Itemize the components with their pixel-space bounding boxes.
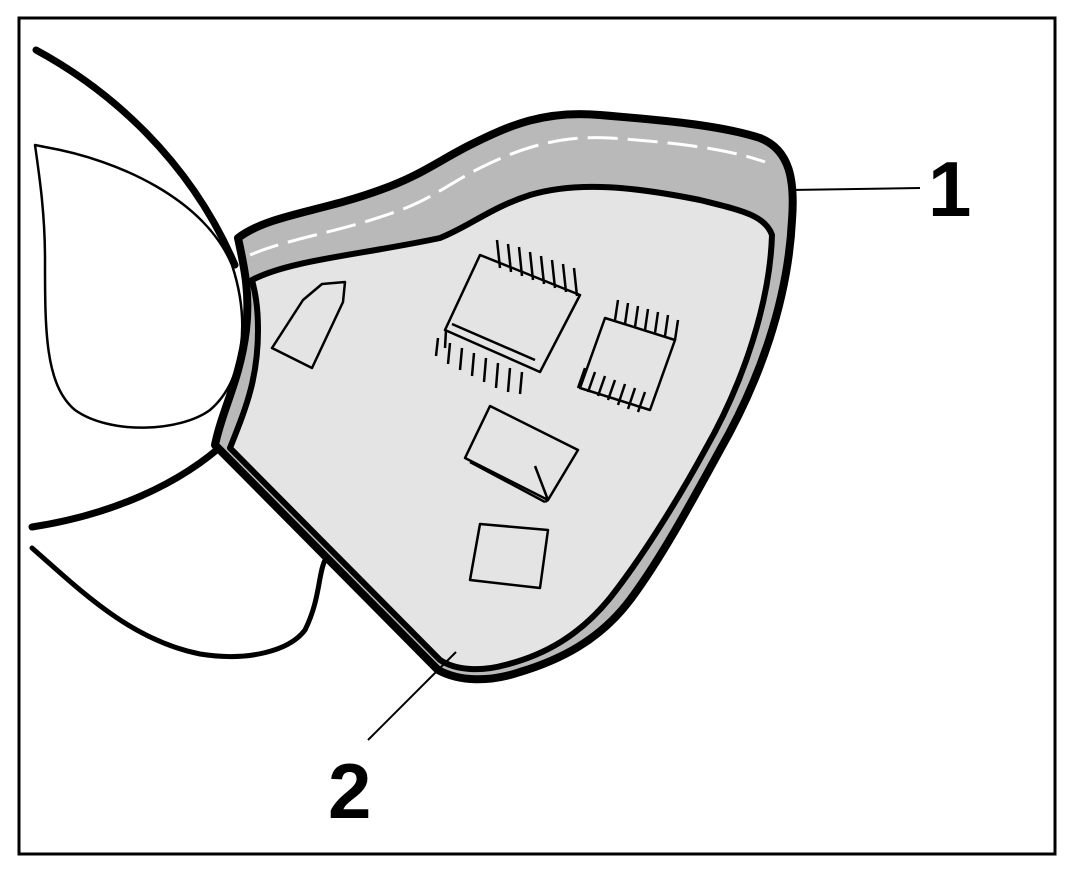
connector-component: [270, 280, 347, 370]
small-ic-component: [576, 299, 680, 413]
callout-label-1: 1: [928, 145, 971, 233]
callout-label-2: 2: [328, 747, 371, 835]
seal-stripe: [249, 136, 766, 257]
large-ic-component: [434, 239, 582, 395]
board-face: [227, 183, 775, 673]
square-component: [468, 522, 550, 590]
board-components: [270, 239, 680, 590]
housing-outline: [28, 46, 328, 659]
callout-line-2: [367, 651, 457, 741]
chip-component: [463, 404, 580, 504]
callout-line-1: [789, 187, 921, 191]
circuit-board: [211, 110, 797, 684]
